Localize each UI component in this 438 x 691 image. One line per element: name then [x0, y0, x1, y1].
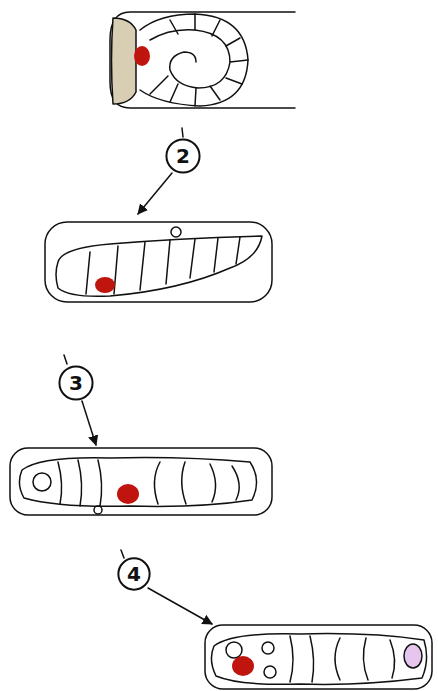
larva-head — [134, 46, 150, 66]
pupa-head — [117, 484, 139, 504]
stage-arrow — [82, 401, 96, 445]
frass-plug — [112, 18, 137, 104]
larva-curl — [150, 30, 230, 88]
stage-number: 4 — [117, 557, 151, 591]
adult-segments — [290, 636, 395, 682]
pupal-cell — [10, 448, 272, 515]
tunnel-larva — [110, 12, 295, 108]
arrow-tail — [64, 355, 67, 364]
callout-number: 2 — [165, 138, 201, 174]
pupa-body — [19, 458, 256, 507]
adult-leg — [262, 642, 274, 654]
larva-segments — [86, 237, 240, 294]
pupa-eye — [33, 473, 51, 491]
pupal-cell-adult — [205, 625, 432, 689]
arrow-tail — [182, 128, 183, 137]
pupal-cell-pupa — [10, 448, 272, 515]
larva-segments — [150, 14, 248, 106]
pupal-cell-larva — [45, 222, 272, 302]
adult-head — [232, 656, 254, 676]
adult-body — [211, 634, 426, 685]
pupal-cell — [45, 222, 272, 302]
stage-number: 3 — [58, 365, 94, 401]
tunnel-wall — [110, 12, 295, 108]
callout-number: 4 — [117, 557, 151, 591]
larva-body — [140, 14, 248, 106]
adult-wing-tip — [404, 644, 422, 668]
arrow-tail — [121, 550, 124, 558]
exit-hole — [171, 227, 181, 237]
stage-arrow — [148, 588, 212, 624]
larva-body — [56, 236, 262, 296]
larva-head — [95, 277, 115, 293]
pupa-leg — [94, 506, 102, 514]
adult-eye — [226, 642, 242, 658]
pupa-segments — [58, 460, 239, 506]
callout-number: 3 — [58, 365, 94, 401]
stage-number: 2 — [165, 138, 201, 174]
pupal-cell — [205, 625, 432, 689]
stage-arrow — [138, 173, 172, 214]
adult-leg — [264, 666, 276, 678]
